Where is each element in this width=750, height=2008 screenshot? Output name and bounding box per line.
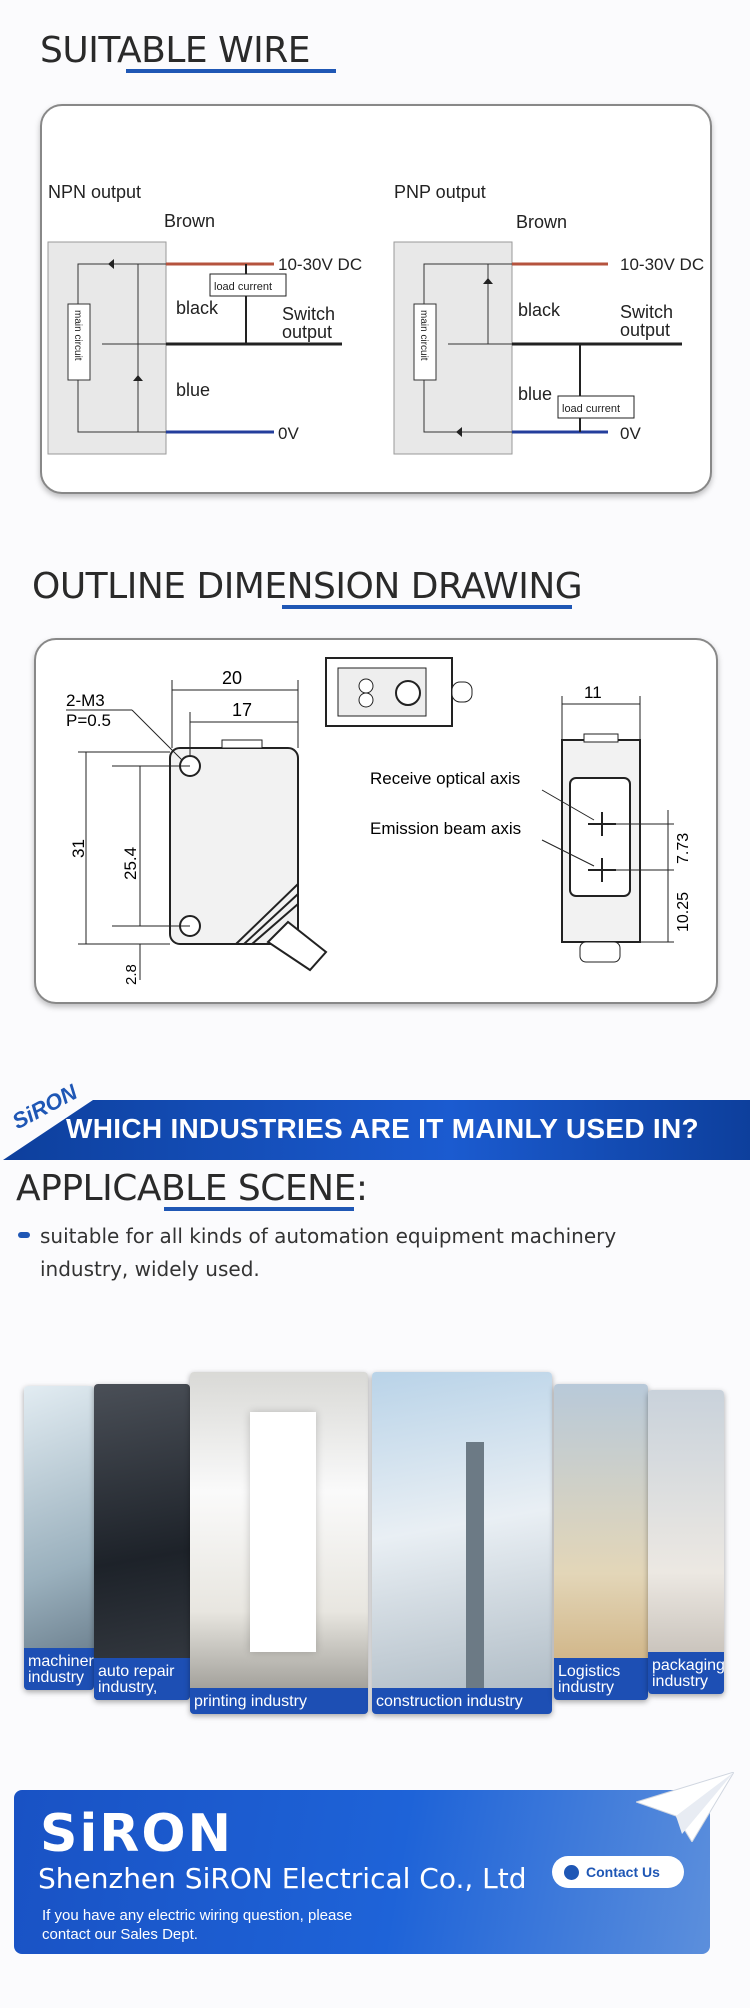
dim-20: 20 bbox=[222, 668, 242, 688]
npn-dc-label: 10-30V DC bbox=[278, 255, 362, 274]
contact-icon bbox=[564, 1865, 579, 1880]
card-packaging: packaging industry bbox=[648, 1390, 724, 1694]
npn-0v-label: 0V bbox=[278, 424, 299, 443]
bullet-icon bbox=[18, 1232, 30, 1238]
dim-screw-2: P=0.5 bbox=[66, 711, 111, 730]
card-auto-repair: auto repair industry, bbox=[94, 1384, 190, 1700]
scene-title: APPLICABLE SCENE: bbox=[16, 1168, 368, 1211]
npn-heading: NPN output bbox=[48, 182, 141, 202]
card-printing: printing industry bbox=[190, 1372, 368, 1714]
dimension-panel: 20 17 2-M3 P=0.5 31 25.4 2.8 11 bbox=[34, 638, 718, 1004]
siron-logo: SiRON bbox=[40, 1804, 234, 1864]
pnp-switch-label-1: Switch bbox=[620, 302, 673, 322]
pnp-dc-label: 10-30V DC bbox=[620, 255, 704, 274]
npn-load-label: load current bbox=[214, 281, 272, 293]
dim-10-25: 10.25 bbox=[675, 892, 692, 932]
pnp-0v-label: 0V bbox=[620, 424, 641, 443]
npn-brown-label: Brown bbox=[164, 211, 215, 231]
emission-axis-label: Emission beam axis bbox=[370, 819, 521, 838]
npn-main-circuit: main circuit bbox=[72, 310, 83, 361]
contact-us-button[interactable]: Contact Us bbox=[552, 1856, 684, 1888]
dim-2-8: 2.8 bbox=[123, 964, 140, 985]
wiring-panel: NPN output Brown 10-30V DC 0V load curre… bbox=[40, 104, 712, 494]
npn-switch-label-1: Switch bbox=[282, 304, 335, 324]
receive-axis-label: Receive optical axis bbox=[370, 769, 520, 788]
card-machinery: machinery industry bbox=[24, 1386, 94, 1690]
pnp-blue-label: blue bbox=[518, 384, 552, 404]
paper-plane-icon bbox=[636, 1772, 734, 1842]
npn-black-label: black bbox=[176, 298, 219, 318]
dim-11: 11 bbox=[584, 683, 602, 702]
card-label: Logistics industry bbox=[554, 1658, 648, 1700]
card-label: machinery industry bbox=[24, 1648, 94, 1690]
card-label: construction industry bbox=[372, 1688, 552, 1714]
company-footer: SiRON Shenzhen SiRON Electrical Co., Ltd… bbox=[14, 1790, 710, 1954]
dimension-section-title: OUTLINE DIMENSION DRAWING bbox=[32, 566, 583, 609]
dim-screw-1: 2-M3 bbox=[66, 691, 105, 710]
pnp-black-label: black bbox=[518, 300, 561, 320]
card-label: packaging industry bbox=[648, 1652, 724, 1694]
wiring-diagrams: NPN output Brown 10-30V DC 0V load curre… bbox=[47, 182, 704, 455]
npn-blue-label: blue bbox=[176, 380, 210, 400]
footer-note: If you have any electric wiring question… bbox=[42, 1907, 353, 1943]
card-logistics: Logistics industry bbox=[554, 1384, 648, 1700]
industry-banner bbox=[0, 1100, 750, 1160]
company-name: Shenzhen SiRON Electrical Co., Ltd bbox=[38, 1862, 527, 1895]
dimension-drawing: 20 17 2-M3 P=0.5 31 25.4 2.8 11 bbox=[66, 657, 692, 985]
dim-25-4: 25.4 bbox=[121, 847, 140, 880]
npn-switch-label-2: output bbox=[282, 322, 332, 342]
dim-17: 17 bbox=[232, 700, 252, 720]
card-label: auto repair industry, bbox=[94, 1658, 190, 1700]
pnp-load-label: load current bbox=[562, 403, 620, 415]
wire-section-title: SUITABLE WIRE bbox=[40, 30, 336, 73]
card-label: printing industry bbox=[190, 1688, 368, 1714]
card-construction: construction industry bbox=[372, 1372, 552, 1714]
dim-7-73: 7.73 bbox=[675, 833, 692, 864]
scene-description: suitable for all kinds of automation equ… bbox=[40, 1224, 617, 1281]
pnp-switch-label-2: output bbox=[620, 320, 670, 340]
pnp-brown-label: Brown bbox=[516, 212, 567, 232]
pnp-heading: PNP output bbox=[394, 182, 486, 202]
industry-banner-text: WHICH INDUSTRIES ARE IT MAINLY USED IN? bbox=[66, 1113, 699, 1144]
dim-31: 31 bbox=[69, 839, 88, 858]
pnp-main-circuit: main circuit bbox=[418, 310, 429, 361]
